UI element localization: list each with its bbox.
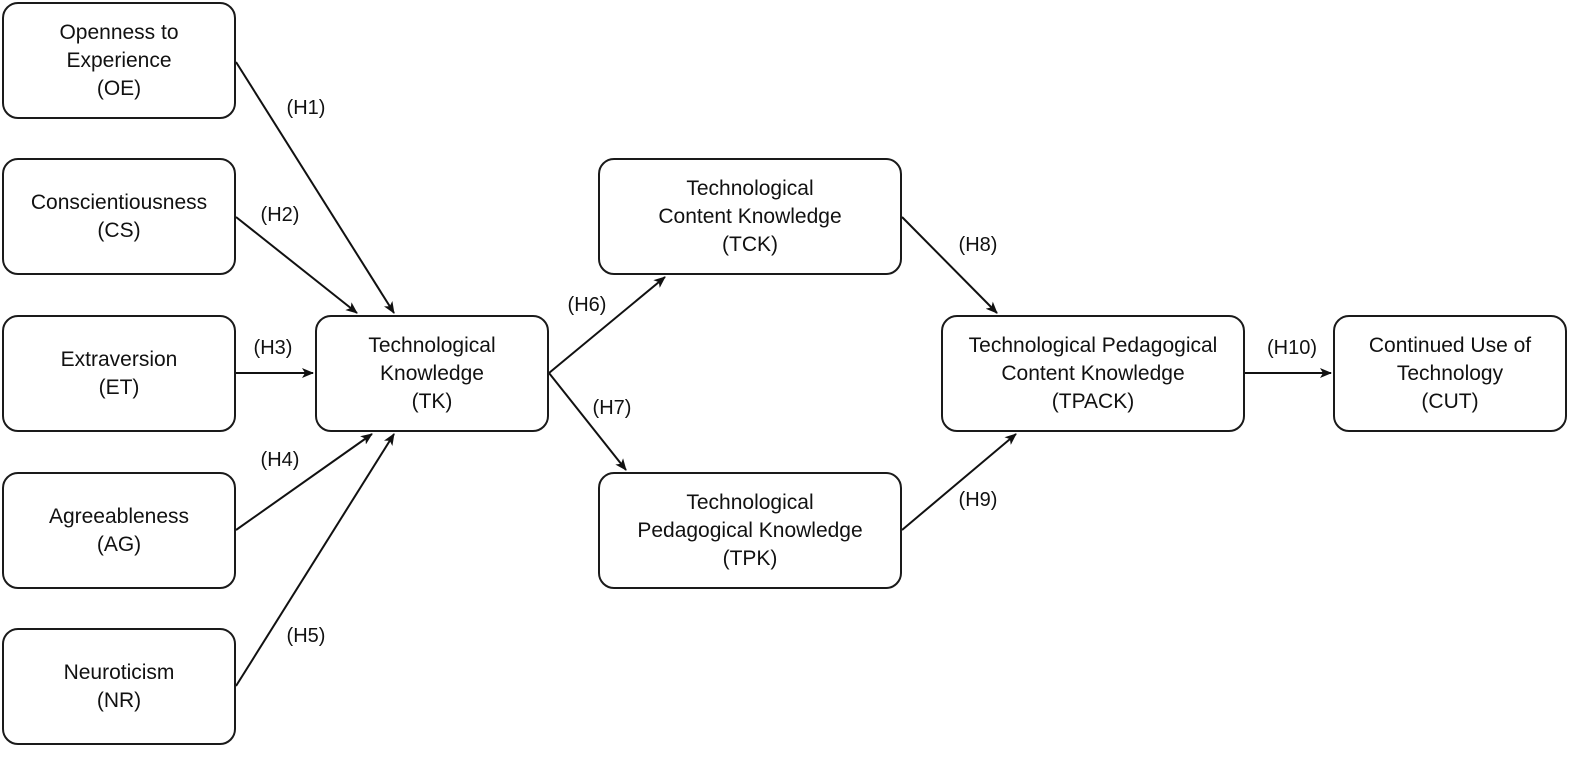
node-label-line: Technological [686, 176, 814, 200]
node-label-line: Agreeableness [48, 504, 190, 528]
arrow-ag-to-tk [235, 433, 373, 531]
node-label-line: Neuroticism [63, 660, 175, 684]
node-label-line: Openness to [59, 20, 179, 44]
node-et: Extraversion (ET) [2, 315, 236, 432]
node-label-line: Conscientiousness [30, 190, 208, 214]
node-label-line: Technology [1396, 361, 1504, 385]
node-label-line: (TPACK) [1051, 389, 1135, 413]
arrow-tck-to-tpack [901, 216, 998, 314]
hypothesis-label: (H8) [958, 234, 998, 256]
arrow-tpk-to-tpack [901, 433, 1017, 531]
node-label-line: (CUT) [1421, 389, 1479, 413]
node-label-line: Continued Use of [1368, 333, 1532, 357]
node-label-line: Content Knowledge [658, 204, 842, 228]
node-label-line: (CS) [97, 218, 141, 242]
arrow-tk-to-tck [548, 276, 666, 374]
node-nr: Neuroticism (NR) [2, 628, 236, 745]
arrow-nr-to-tk [235, 433, 395, 687]
node-label-line: (TK) [411, 389, 453, 413]
arrow-tk-to-tpk [548, 372, 627, 471]
node-label-line: (AG) [96, 532, 142, 556]
node-label-line: (ET) [98, 375, 140, 399]
node-label-line: (TCK) [722, 232, 778, 256]
hypothesis-label: (H9) [958, 489, 998, 511]
node-label-line: Technological Pedagogical [968, 333, 1218, 357]
node-cut: Continued Use of Technology (CUT) [1333, 315, 1567, 432]
node-label-line: Knowledge [380, 361, 484, 385]
node-oe: Openness to Experience (OE) [2, 2, 236, 119]
hypothesis-label: (H4) [260, 449, 300, 471]
arrow-oe-to-tk [235, 61, 395, 314]
hypothesis-label: (H3) [253, 337, 293, 359]
node-label-line: Content Knowledge [1001, 361, 1185, 385]
node-label-line: Technological [686, 490, 814, 514]
hypothesis-label: (H2) [260, 204, 300, 226]
arrow-cs-to-tk [235, 216, 358, 314]
node-label-line: Extraversion [60, 347, 178, 371]
node-cs: Conscientiousness (CS) [2, 158, 236, 275]
node-label-line: (NR) [96, 688, 142, 712]
hypothesis-label: (H6) [567, 294, 607, 316]
node-ag: Agreeableness (AG) [2, 472, 236, 589]
node-label-line: (TPK) [722, 546, 778, 570]
node-label-line: Experience [66, 48, 172, 72]
hypothesis-label: (H1) [286, 97, 326, 119]
hypothesis-label: (H5) [286, 625, 326, 647]
node-label-line: Pedagogical Knowledge [637, 518, 863, 542]
hypothesis-label: (H7) [592, 397, 632, 419]
node-label-line: (OE) [96, 76, 142, 100]
node-label-line: Technological [368, 333, 496, 357]
hypothesis-label: (H10) [1266, 337, 1318, 359]
